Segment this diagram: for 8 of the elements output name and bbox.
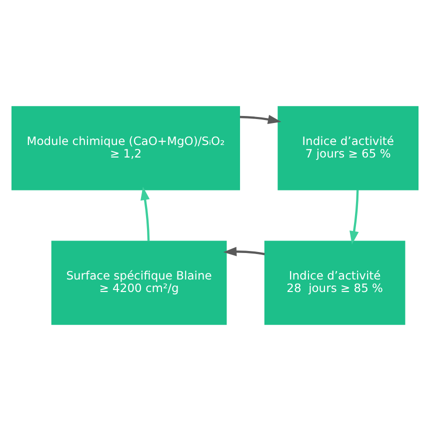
arrow — [350, 189, 359, 244]
arrow — [140, 186, 150, 241]
node-box: Indice d’activité 28 jours ≥ 85 % — [264, 240, 406, 324]
node-box: Module chimique (CaO+MgO)/SᵢO₂ ≥ 1,2 — [11, 106, 240, 190]
node-box: Surface spécifique Blaine ≥ 4200 cm²/g — [51, 240, 227, 324]
arrow — [223, 246, 265, 256]
node-box: Indice d’activité 7 jours ≥ 65 % — [278, 106, 419, 190]
arrow — [240, 114, 282, 124]
